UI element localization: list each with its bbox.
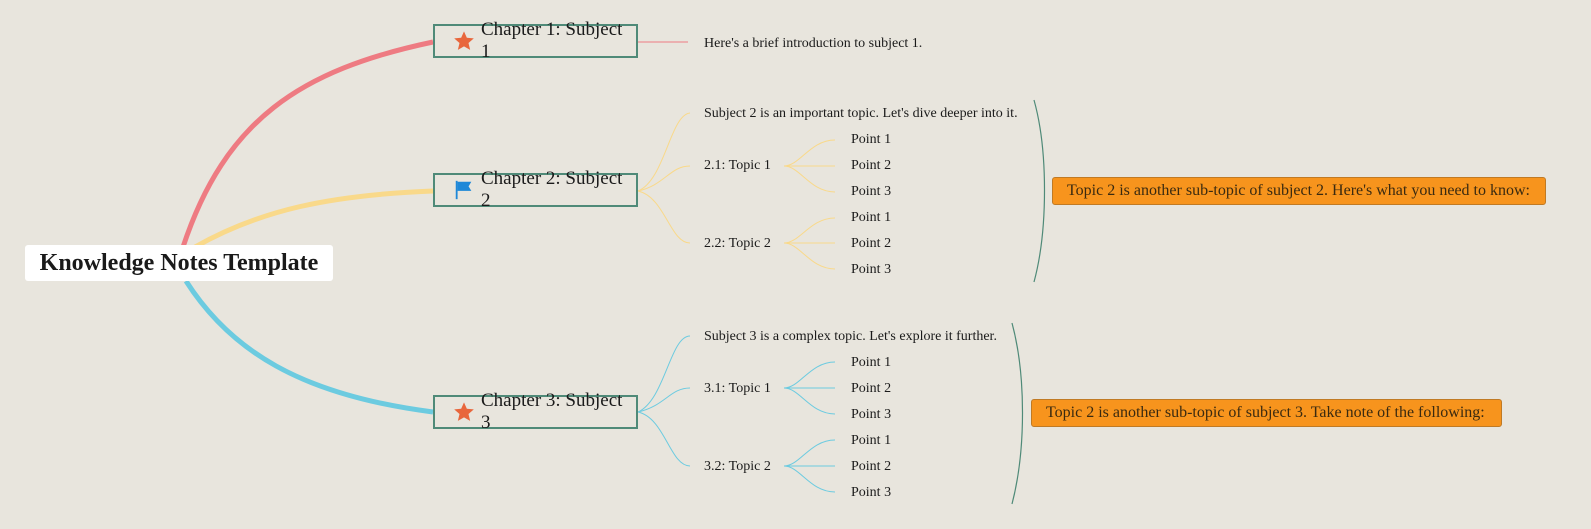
topic-2-1-label[interactable]: 2.1: Topic 1 (704, 158, 771, 173)
branch-line-chapter-2 (193, 188, 434, 250)
chapter-3-summary-callout[interactable]: Topic 2 is another sub-topic of subject … (1031, 399, 1502, 427)
chapter-2-links (637, 112, 836, 270)
chapter-3-node[interactable]: Chapter 3: Subject 3 (433, 390, 638, 433)
topic-2-2-label[interactable]: 2.2: Topic 2 (704, 236, 771, 251)
chapter-3-summary-text: Topic 2 is another sub-topic of subject … (1046, 404, 1485, 421)
topic-2-2-point-1[interactable]: Point 1 (851, 210, 892, 225)
summary-bracket-chapter-2 (1033, 99, 1046, 283)
branch-line-chapter-1 (180, 39, 434, 248)
root-title: Knowledge Notes Template (39, 249, 319, 276)
chapter-2-label: Chapter 2: Subject 2 (481, 168, 623, 211)
chapter-2-summary-callout[interactable]: Topic 2 is another sub-topic of subject … (1052, 177, 1546, 205)
topic-3-2-point-1[interactable]: Point 1 (851, 433, 892, 448)
chapter-2-summary-text: Topic 2 is another sub-topic of subject … (1067, 182, 1530, 199)
chapter-3-intro[interactable]: Subject 3 is a complex topic. Let's expl… (704, 329, 997, 344)
topic-2-2-point-3[interactable]: Point 3 (851, 262, 892, 277)
chapter-3-label: Chapter 3: Subject 3 (481, 390, 623, 433)
chapter-2-node[interactable]: Chapter 2: Subject 2 (433, 168, 638, 211)
branch-line-chapter-3 (183, 279, 434, 415)
chapter-1-intro[interactable]: Here's a brief introduction to subject 1… (704, 36, 923, 51)
topic-3-1-point-1[interactable]: Point 1 (851, 355, 892, 370)
chapter-1-label: Chapter 1: Subject 1 (481, 19, 623, 62)
topic-3-1-point-2[interactable]: Point 2 (851, 381, 892, 396)
star-icon (453, 401, 475, 423)
star-icon (453, 30, 475, 52)
chapter-2-intro[interactable]: Subject 2 is an important topic. Let's d… (704, 106, 1018, 121)
topic-2-1-point-2[interactable]: Point 2 (851, 158, 892, 173)
root-topic[interactable]: Knowledge Notes Template (25, 245, 333, 281)
chapter-1-node[interactable]: Chapter 1: Subject 1 (433, 19, 638, 62)
chapter-3-links (637, 335, 836, 493)
topic-3-1-label[interactable]: 3.1: Topic 1 (704, 381, 771, 396)
topic-2-1-point-3[interactable]: Point 3 (851, 184, 892, 199)
topic-3-2-point-2[interactable]: Point 2 (851, 459, 892, 474)
topic-2-2-point-2[interactable]: Point 2 (851, 236, 892, 251)
summary-bracket-chapter-3 (1011, 322, 1024, 505)
topic-2-1-point-1[interactable]: Point 1 (851, 132, 892, 147)
topic-3-2-point-3[interactable]: Point 3 (851, 485, 892, 500)
flag-icon (453, 179, 475, 201)
topic-3-2-label[interactable]: 3.2: Topic 2 (704, 459, 771, 474)
topic-3-1-point-3[interactable]: Point 3 (851, 407, 892, 422)
